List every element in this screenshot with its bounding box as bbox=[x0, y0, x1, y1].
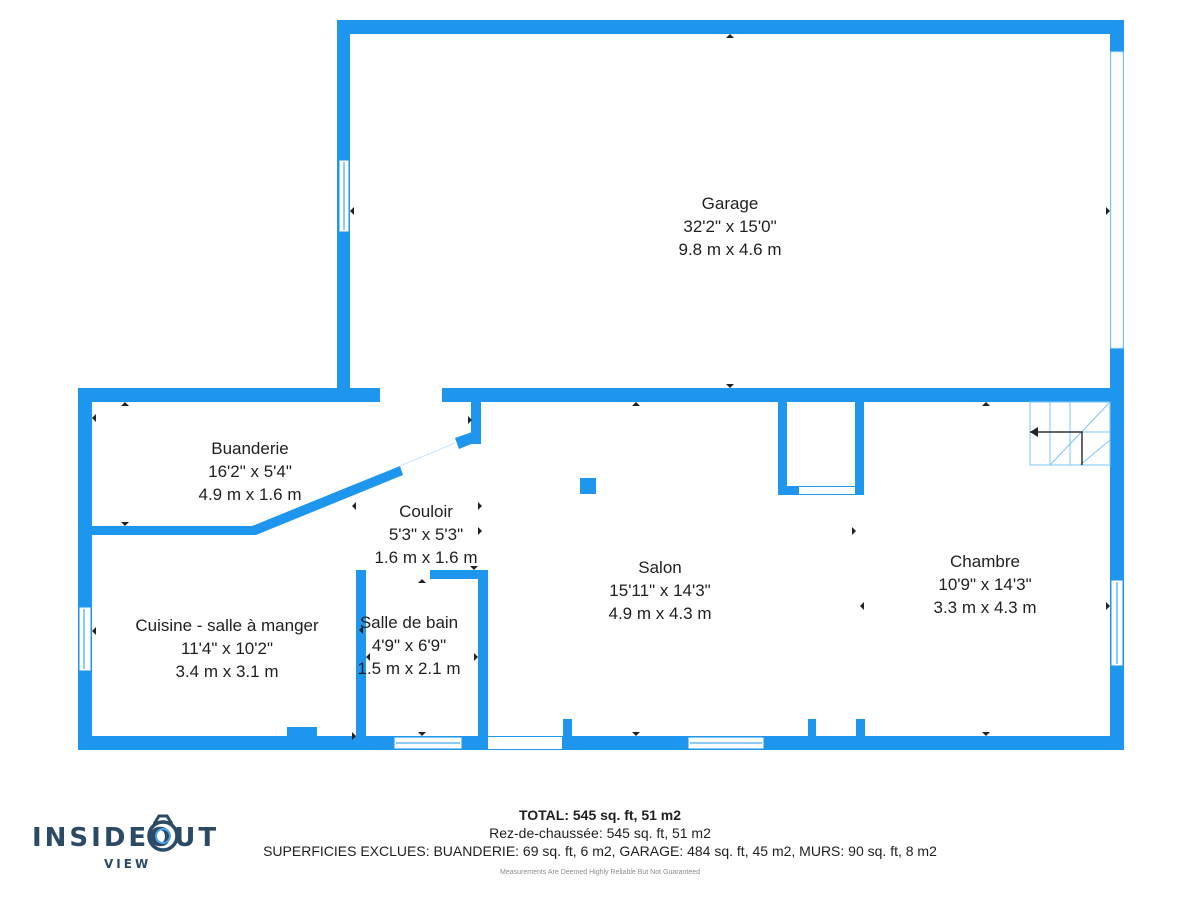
area-summary: TOTAL: 545 sq. ft, 51 m2 Rez-de-chaussée… bbox=[0, 806, 1200, 878]
room-couloir: Couloir 5'3" x 5'3" 1.6 m x 1.6 m bbox=[366, 500, 486, 569]
bath-door-opening bbox=[366, 570, 428, 578]
wall-bath-top bbox=[430, 570, 488, 579]
column bbox=[580, 478, 596, 494]
room-metric: 4.9 m x 4.3 m bbox=[608, 604, 712, 623]
dimension-markers bbox=[92, 34, 1110, 740]
room-imperial: 16'2" x 5'4" bbox=[208, 462, 292, 481]
wall-stub-2 bbox=[808, 719, 816, 739]
entry-door bbox=[488, 737, 562, 749]
wall-stub-1 bbox=[563, 719, 572, 739]
total-area: TOTAL: 545 sq. ft, 51 m2 bbox=[518, 807, 682, 823]
wall-middle-right bbox=[442, 388, 1124, 402]
room-name: Couloir bbox=[399, 502, 453, 521]
insideout-view-logo: INSIDEOUT VIEW bbox=[32, 814, 219, 871]
logo-word: INSIDEOUT bbox=[32, 823, 219, 853]
room-salon: Salon 15'11" x 14'3" 4.9 m x 4.3 m bbox=[580, 556, 740, 625]
wall-bath-left bbox=[356, 570, 366, 740]
wall-west bbox=[78, 388, 92, 750]
logo-sub: VIEW bbox=[104, 857, 151, 871]
room-imperial: 10'9" x 14'3" bbox=[938, 575, 1032, 594]
garage-door bbox=[1110, 51, 1124, 349]
wall-buanderie-diagonal bbox=[252, 466, 403, 535]
room-metric: 1.6 m x 1.6 m bbox=[374, 548, 478, 567]
wall-south bbox=[78, 736, 1124, 750]
wall-garage-top bbox=[337, 20, 1124, 34]
room-name: Salon bbox=[638, 558, 682, 577]
room-chambre: Chambre 10'9" x 14'3" 3.3 m x 4.3 m bbox=[905, 550, 1065, 619]
garage-door-opening bbox=[381, 388, 441, 402]
room-imperial: 11'4" x 10'2" bbox=[181, 639, 273, 658]
room-metric: 9.8 m x 4.6 m bbox=[678, 240, 782, 259]
room-name: Salle de bain bbox=[359, 613, 459, 632]
room-name: Buanderie bbox=[211, 439, 289, 458]
room-name: Cuisine - salle à manger bbox=[135, 616, 319, 635]
room-name: Chambre bbox=[950, 552, 1020, 571]
window-kitchen bbox=[78, 606, 92, 672]
room-imperial: 32'2" x 15'0" bbox=[683, 217, 777, 236]
room-salle-de-bain: Salle de bain 4'9" x 6'9" 1.5 m x 2.1 m bbox=[350, 611, 468, 680]
disclaimer: Measurements Are Deemed Highly Reliable … bbox=[500, 869, 700, 876]
wall-middle-left bbox=[78, 388, 380, 402]
room-garage: Garage 32'2" x 15'0" 9.8 m x 4.6 m bbox=[630, 192, 830, 261]
wall-stub-3 bbox=[856, 719, 865, 739]
room-metric: 3.3 m x 4.3 m bbox=[933, 598, 1037, 617]
wall-buanderie-bottom bbox=[90, 526, 256, 535]
closet-opening bbox=[799, 487, 855, 494]
wall-counter bbox=[287, 727, 317, 739]
room-buanderie: Buanderie 16'2" x 5'4" 4.9 m x 1.6 m bbox=[150, 437, 350, 506]
excluded-areas: SUPERFICIES EXCLUES: BUANDERIE: 69 sq. f… bbox=[263, 843, 937, 859]
wall-buanderie-right bbox=[471, 398, 481, 444]
room-metric: 4.9 m x 1.6 m bbox=[198, 485, 302, 504]
room-metric: 3.4 m x 3.1 m bbox=[175, 662, 279, 681]
room-imperial: 15'11" x 14'3" bbox=[609, 581, 711, 600]
room-name: Garage bbox=[701, 194, 759, 213]
room-imperial: 5'3" x 5'3" bbox=[388, 525, 464, 544]
floor-area: Rez-de-chaussée: 545 sq. ft, 51 m2 bbox=[489, 825, 711, 841]
room-imperial: 4'9" x 6'9" bbox=[371, 636, 447, 655]
floor-plan bbox=[78, 20, 1124, 750]
wall-closet-right bbox=[855, 398, 864, 495]
room-metric: 1.5 m x 2.1 m bbox=[357, 659, 461, 678]
wall-bath-right bbox=[478, 570, 488, 740]
stairs bbox=[1029, 401, 1111, 466]
camera-lens-icon bbox=[147, 814, 179, 852]
wall-closet-left bbox=[778, 398, 787, 495]
wall-buanderie-door-stub bbox=[455, 432, 476, 449]
room-cuisine: Cuisine - salle à manger 11'4" x 10'2" 3… bbox=[117, 614, 337, 683]
